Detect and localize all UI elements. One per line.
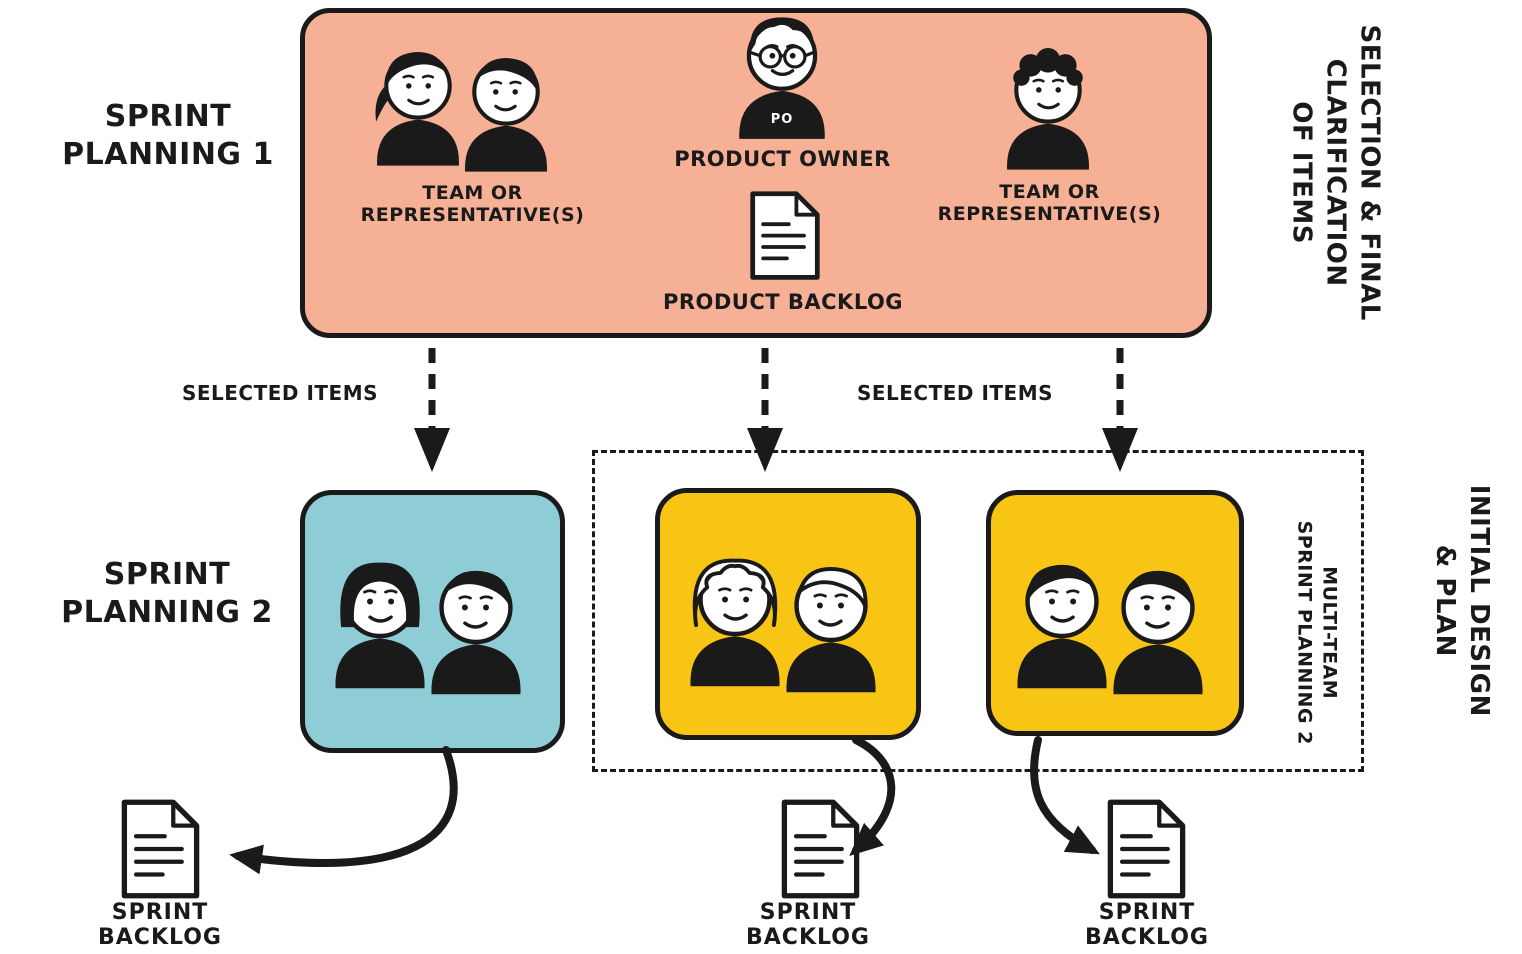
multi-team-2-group xyxy=(1012,550,1208,695)
curved-arrow-left xyxy=(229,746,458,875)
multi-team-label: MULTI-TEAM SPRINT PLANNING 2 xyxy=(1292,518,1341,748)
team-left-label: TEAM OR REPRESENTATIVE(S) xyxy=(360,182,585,226)
multi-team-label-line-1: MULTI-TEAM xyxy=(1318,566,1341,700)
initial-design-line-1: INITIAL DESIGN xyxy=(1463,484,1494,717)
product-backlog-label: PRODUCT BACKLOG xyxy=(662,290,904,314)
selected-items-label-left: SELECTED ITEMS xyxy=(181,381,379,405)
selection-clarification-line-3: OF ITEMS xyxy=(1287,101,1318,245)
multi-team-1-group xyxy=(685,548,881,693)
initial-design-line-2: & PLAN xyxy=(1430,544,1460,657)
sprint-backlog-label-right: SPRINT BACKLOG xyxy=(1085,900,1209,951)
sprint-planning-2-team-group xyxy=(330,550,526,695)
sprint-planning-2-label: SPRINT PLANNING 2 xyxy=(61,557,273,630)
arrow-down-center-icon xyxy=(747,348,783,472)
arrow-down-left-icon xyxy=(414,348,450,472)
team-member-icon xyxy=(1012,550,1112,695)
team-member-ponytail-icon xyxy=(372,38,464,173)
product-backlog-icon xyxy=(747,190,823,281)
team-member-curly-icon xyxy=(1002,48,1094,171)
team-member-icon xyxy=(426,562,526,695)
product-owner-label: PRODUCT OWNER xyxy=(674,147,891,171)
team-left-group xyxy=(372,38,552,173)
team-right-label: TEAM OR REPRESENTATIVE(S) xyxy=(937,181,1162,225)
multi-team-dashed-box xyxy=(592,450,1364,772)
multi-team-box-1 xyxy=(655,488,921,740)
sprint-backlog-icon-middle xyxy=(778,798,863,900)
selection-clarification-label: SELECTION & FINAL CLARIFICATION OF ITEMS xyxy=(1284,8,1385,338)
team-member-icon xyxy=(1108,562,1208,695)
selection-clarification-line-2: CLARIFICATION xyxy=(1320,58,1351,287)
multi-team-label-line-2: SPRINT PLANNING 2 xyxy=(1294,520,1316,745)
sprint-backlog-icon-left xyxy=(118,798,203,900)
sprint-planning-1-label: SPRINT PLANNING 1 xyxy=(62,99,274,172)
sprint-backlog-label-middle: SPRINT BACKLOG xyxy=(746,900,870,951)
selection-clarification-line-1: SELECTION & FINAL xyxy=(1354,24,1385,321)
sprint-backlog-label-left: SPRINT BACKLOG xyxy=(98,900,222,951)
team-member-bob-icon xyxy=(330,550,430,695)
arrow-down-right-icon xyxy=(1102,348,1138,472)
team-member-light-hair-icon xyxy=(781,560,881,693)
initial-design-label: INITIAL DESIGN & PLAN xyxy=(1427,466,1495,736)
team-member-white-hair-icon xyxy=(685,548,785,693)
po-badge: PO xyxy=(770,112,794,127)
selected-items-label-right: SELECTED ITEMS xyxy=(856,381,1054,405)
sprint-backlog-icon-right xyxy=(1104,798,1189,900)
team-member-icon xyxy=(460,50,552,173)
